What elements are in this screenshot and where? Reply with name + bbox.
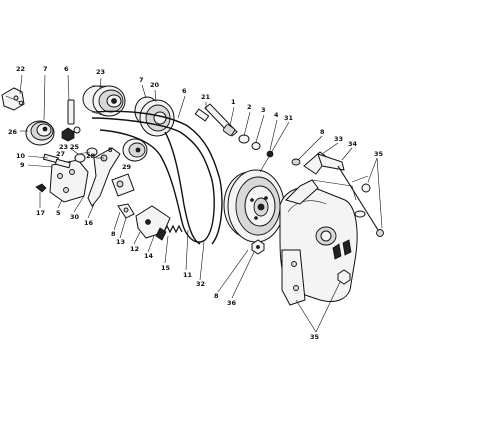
- callout-20: 20: [150, 81, 160, 89]
- callout-34: 34: [348, 140, 358, 148]
- callout-35: 35: [310, 333, 320, 341]
- callout-33: 33: [334, 135, 343, 143]
- callout-2: 2: [247, 103, 252, 111]
- callout-11: 11: [183, 271, 193, 279]
- callout-15: 15: [161, 264, 171, 272]
- callout-1: 1: [231, 98, 236, 106]
- tension-bracket: [117, 203, 171, 241]
- idler-arm-16: [74, 147, 135, 207]
- callout-16: 16: [84, 219, 94, 227]
- callout-9: 9: [20, 161, 25, 169]
- spring-15: [163, 224, 183, 234]
- callout-23: 23: [59, 143, 68, 151]
- rod-35: [337, 165, 384, 237]
- callout-22: 22: [16, 65, 25, 73]
- callout-25: 25: [70, 143, 80, 151]
- pivot-arm: [285, 151, 357, 205]
- pulley-23: [82, 85, 126, 117]
- callout-13: 13: [116, 238, 125, 246]
- callout-14: 14: [144, 252, 154, 260]
- idler-pulley-20: [134, 96, 175, 137]
- callout-7: 7: [139, 76, 144, 84]
- shaft-assembly-21: [194, 103, 274, 158]
- callout-10: 10: [16, 152, 26, 160]
- callout-8: 8: [320, 128, 325, 136]
- callout-6: 6: [182, 87, 187, 95]
- callout-30: 30: [70, 213, 80, 221]
- callout-12: 12: [130, 245, 139, 253]
- large-pulley-31: [223, 169, 285, 243]
- callout-labels: 22 7 6 23 26 7 20 6 21 1 2 3 4 31 8 33 3…: [8, 65, 384, 341]
- callout-17: 17: [36, 209, 45, 217]
- callout-32: 32: [196, 280, 205, 288]
- callout-8: 8: [214, 292, 219, 300]
- callout-21: 21: [201, 93, 211, 101]
- small-pulley: [122, 138, 148, 162]
- callout-8: 8: [111, 230, 116, 238]
- callout-29: 29: [122, 163, 132, 171]
- callout-8: 8: [108, 146, 113, 154]
- callout-36: 36: [227, 299, 237, 307]
- drive-belt: [91, 110, 223, 245]
- leader-lines: [19, 74, 383, 333]
- bolt-36: [251, 239, 265, 255]
- right-housing: [279, 186, 358, 306]
- callout-4: 4: [274, 111, 279, 119]
- callout-31: 31: [284, 114, 294, 122]
- nut-35-bottom: [337, 269, 351, 285]
- upper-left-bracket: [1, 87, 25, 111]
- pulley-26: [25, 120, 55, 146]
- callout-5: 5: [56, 209, 61, 217]
- spacer-6: [61, 99, 81, 142]
- callout-6: 6: [64, 65, 69, 73]
- callout-7: 7: [43, 65, 48, 73]
- callout-26: 26: [8, 128, 18, 136]
- callout-3: 3: [261, 106, 266, 114]
- callout-28: 28: [86, 152, 96, 160]
- callout-27: 27: [56, 150, 65, 158]
- callout-23: 23: [96, 68, 105, 76]
- callout-35: 35: [374, 150, 384, 158]
